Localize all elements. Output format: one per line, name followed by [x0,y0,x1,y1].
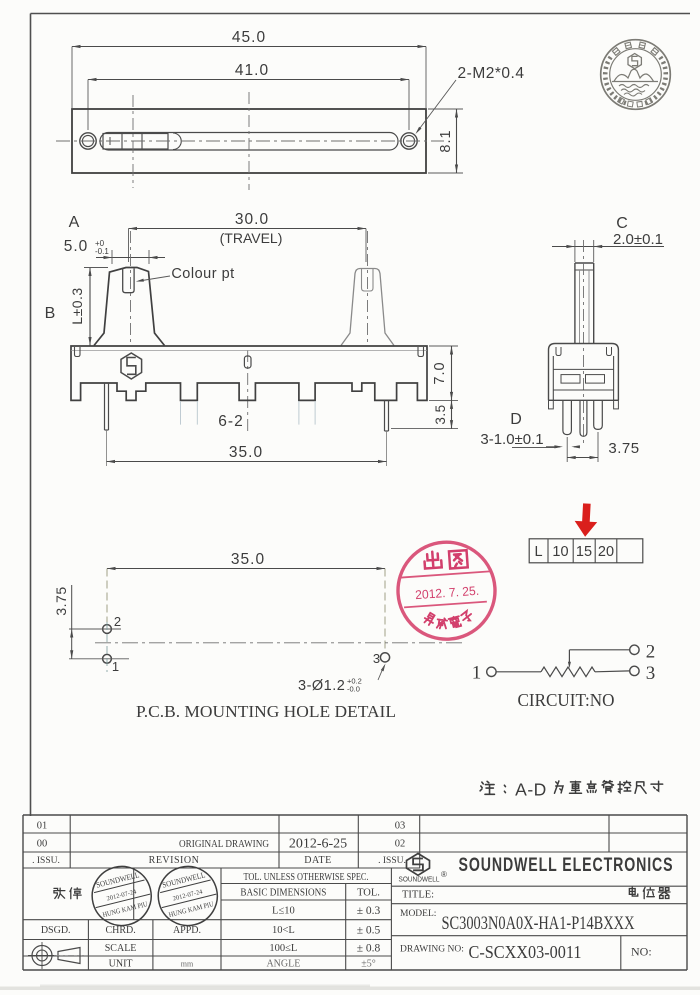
svg-text:SC3003N0A0X-HA1-P14BXXX: SC3003N0A0X-HA1-P14BXXX [442,913,635,934]
svg-text:®: ® [441,870,447,879]
svg-text:00: 00 [37,839,48,850]
svg-text:DATE: DATE [304,855,332,866]
svg-text:2012-6-25: 2012-6-25 [289,837,347,852]
svg-text:3.75: 3.75 [53,586,69,615]
svg-text:TITLE:: TITLE: [402,890,434,901]
svg-text:3.75: 3.75 [608,440,639,457]
svg-text:10<L: 10<L [272,925,295,936]
svg-text:2.0±0.1: 2.0±0.1 [613,231,663,248]
svg-text:3: 3 [373,651,380,666]
svg-text:. ISSU.: . ISSU. [378,856,406,866]
svg-text:45.0: 45.0 [232,29,266,46]
svg-text:A: A [69,214,80,231]
svg-text:B: B [45,305,56,322]
svg-text:-0.1: -0.1 [95,247,109,256]
svg-text:ORIGINAL DRAWING: ORIGINAL DRAWING [179,838,269,850]
svg-text:6-2: 6-2 [218,413,243,430]
svg-text:03: 03 [395,821,406,832]
svg-text:± 0.3: ± 0.3 [357,905,381,917]
svg-text:. ISSU.: . ISSU. [32,856,60,866]
svg-text:35.0: 35.0 [229,444,263,461]
svg-text:-0.0: -0.0 [347,685,360,694]
svg-text:C: C [616,215,628,232]
svg-text:2-M2*0.4: 2-M2*0.4 [458,65,525,82]
svg-text:ANGLE: ANGLE [266,959,300,970]
svg-text:7.0: 7.0 [432,361,448,384]
svg-text:20: 20 [598,544,614,560]
svg-text:MODEL:: MODEL: [400,909,436,919]
svg-text:15: 15 [576,544,592,560]
svg-text:DSGD.: DSGD. [41,925,71,936]
svg-text:1: 1 [472,663,482,684]
svg-text:02: 02 [395,839,406,850]
svg-text:3: 3 [646,663,656,684]
svg-text:SOUNDWELL ELECTRONICS: SOUNDWELL ELECTRONICS [459,855,674,876]
svg-text:01: 01 [37,821,48,832]
svg-text:L: L [534,544,542,560]
svg-text:SCALE: SCALE [105,943,137,954]
svg-text:8.1: 8.1 [438,129,454,152]
svg-text:3.5: 3.5 [433,404,448,424]
svg-text:35.0: 35.0 [231,551,265,568]
svg-text:DRAWING NO:: DRAWING NO: [400,945,464,955]
svg-text:+0.2: +0.2 [347,677,362,686]
svg-text:mm: mm [181,960,194,969]
svg-text:41.0: 41.0 [235,62,269,79]
svg-text:L±0.3: L±0.3 [69,287,85,324]
svg-text:3-1.0±0.1: 3-1.0±0.1 [480,431,543,448]
svg-text:CIRCUIT:NO: CIRCUIT:NO [518,690,615,710]
svg-text:L≤10: L≤10 [272,906,295,917]
svg-text:SOUNDWELL: SOUNDWELL [399,877,440,884]
svg-text:100≤L: 100≤L [269,943,297,954]
svg-text:Colour pt: Colour pt [171,266,234,282]
svg-text:C-SCXX03-0011: C-SCXX03-0011 [469,942,582,962]
svg-text:1: 1 [112,659,119,674]
svg-text:2: 2 [646,642,656,663]
svg-text:10: 10 [552,544,568,560]
svg-text:D: D [510,411,522,428]
svg-text:2012. 7. 25.: 2012. 7. 25. [415,584,480,602]
svg-text:NO:: NO: [631,945,652,959]
svg-text:TOL. UNLESS OTHERWISE SPEC.: TOL. UNLESS OTHERWISE SPEC. [244,871,369,883]
svg-text:TOL.: TOL. [357,888,380,899]
svg-text:2: 2 [114,614,121,629]
svg-text:5.0: 5.0 [64,238,89,255]
svg-text:±5°: ±5° [361,959,376,970]
svg-text:REVISION: REVISION [149,855,200,866]
svg-text:P.C.B. MOUNTING HOLE DETAIL: P.C.B. MOUNTING HOLE DETAIL [136,702,396,721]
svg-text:(TRAVEL): (TRAVEL) [220,230,283,246]
svg-text:UNIT: UNIT [109,959,133,970]
svg-text:3-Ø1.2: 3-Ø1.2 [298,678,345,694]
svg-text:CHRD.: CHRD. [105,925,135,936]
svg-text:± 0.8: ± 0.8 [357,943,381,955]
svg-text:30.0: 30.0 [235,211,269,228]
svg-text:BASIC DIMENSIONS: BASIC DIMENSIONS [240,887,326,899]
svg-text:± 0.5: ± 0.5 [357,925,381,937]
svg-text:APPD.: APPD. [173,925,201,936]
svg-text:+0: +0 [95,239,105,248]
svg-text:A-D: A-D [515,780,547,800]
